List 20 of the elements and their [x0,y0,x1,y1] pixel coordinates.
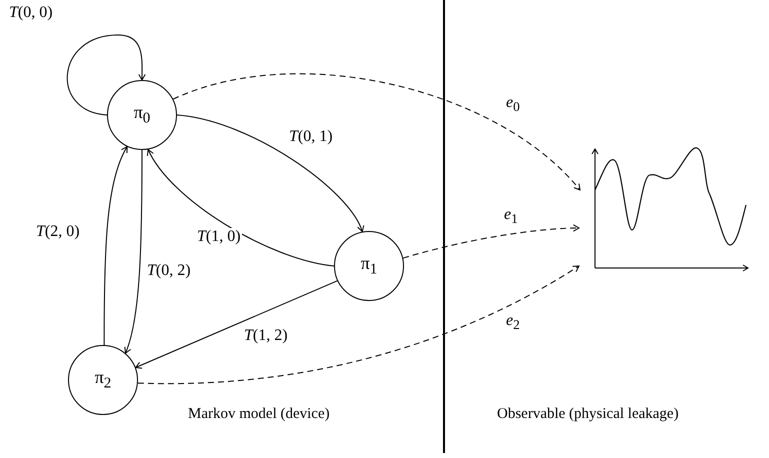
section-caption: Markov model (device) [188,406,330,423]
arrow [124,150,142,354]
arrow [402,224,580,259]
edge-label: T(0, 2) [146,262,192,280]
arrow [172,74,580,190]
arrow [137,266,580,384]
edge-label: T(1, 2) [243,327,289,345]
edge-label: T(0, 1) [288,128,334,146]
state-label: π$_{0}$ [134,103,150,127]
arrow [104,146,128,346]
section-caption: Observable (physical leakage) [497,406,679,423]
state-label: π$_{2}$ [94,368,112,392]
state-label: π$_{1}$ [360,254,378,278]
arrow [135,280,338,369]
edge-label: T(0, 0) [8,4,54,22]
edge-label: T(2, 0) [35,223,81,241]
arrow [148,149,334,266]
arrow [176,114,364,232]
arrow [67,34,146,116]
edge-label: T(1, 0) [196,228,242,246]
